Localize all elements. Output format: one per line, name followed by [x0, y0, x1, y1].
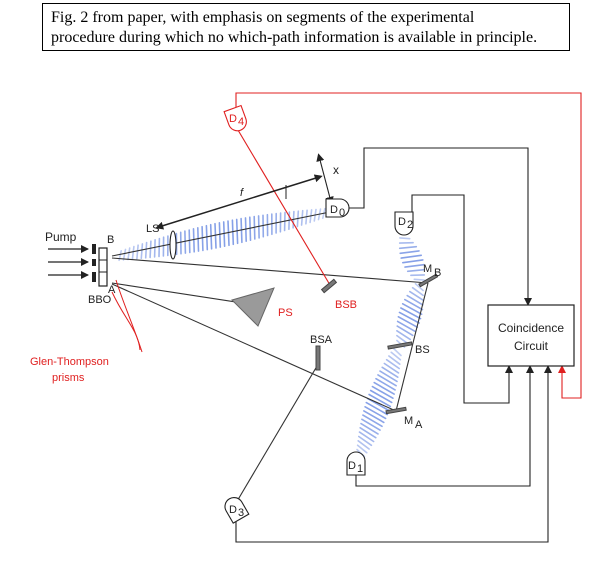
- coincidence-label-2: Circuit: [514, 339, 549, 353]
- glen-thompson-label-1: Glen-Thompson: [30, 356, 109, 368]
- d4-sub: 4: [238, 116, 244, 128]
- beam-b-to-d0: [111, 211, 331, 257]
- beam-bsa-to-d3: [235, 360, 321, 504]
- x-label: x: [333, 163, 339, 177]
- bsa-label: BSA: [310, 334, 333, 346]
- detector-d2: [394, 211, 414, 236]
- beam-bsb-to-d4: [234, 124, 331, 286]
- lens-ls: [169, 230, 177, 260]
- label-b: B: [107, 234, 114, 246]
- d3-label: D: [229, 504, 237, 516]
- d0-sub: 0: [339, 207, 345, 219]
- detector-d3: [224, 496, 250, 524]
- wire-d2: [411, 194, 513, 404]
- detector-d4: [223, 104, 247, 132]
- d3-sub: 3: [238, 507, 244, 519]
- ma-label: M: [404, 415, 413, 427]
- beam-a-to-ma: [111, 283, 397, 412]
- x-axis-arrow: [316, 153, 334, 205]
- coincidence-label-1: Coincidence: [498, 321, 564, 335]
- detector-d0: [325, 198, 350, 218]
- d0-label: D: [330, 204, 338, 216]
- d4-path: [234, 124, 331, 286]
- mb-sub: B: [434, 267, 441, 279]
- wave-bs-to-d1: [356, 347, 402, 458]
- d1-sub: 1: [357, 463, 363, 475]
- pump-arrows: [48, 245, 89, 279]
- d2-sub: 2: [407, 219, 413, 231]
- ps-label: PS: [278, 307, 293, 319]
- bsb-label: BSB: [335, 299, 357, 311]
- coincidence-circuit: Coincidence Circuit: [487, 304, 575, 367]
- caption-line-1: Fig. 2 from paper, with emphasis on segm…: [51, 9, 475, 26]
- label-a: A: [108, 284, 116, 296]
- bbo-label: BBO: [88, 294, 112, 306]
- f-label: f: [240, 187, 244, 199]
- wire-d0: [346, 147, 532, 306]
- wave-d2-to-mb: [398, 237, 426, 281]
- glen-thompson-pointer: [111, 291, 141, 351]
- prism-ps: [231, 287, 275, 327]
- bs-label: BS: [415, 344, 430, 356]
- wire-d1: [355, 365, 534, 487]
- caption-line-2: procedure during which no which-path inf…: [51, 29, 538, 46]
- mb-label: M: [423, 263, 432, 275]
- mirror-ma: [385, 406, 407, 415]
- wire-d4: [235, 92, 582, 399]
- beam-splitter-bsa: [315, 345, 321, 371]
- d1-label: D: [348, 460, 356, 472]
- beam-splitter-bs: [387, 341, 413, 350]
- detector-d1: [346, 451, 366, 476]
- d4-label: D: [229, 113, 237, 125]
- ma-sub: A: [415, 419, 423, 431]
- focal-length-arrow: [155, 174, 323, 230]
- d2-label: D: [398, 216, 406, 228]
- beam-splitter-bsb: [320, 278, 338, 294]
- ls-label: LS: [146, 223, 159, 235]
- bbo-crystal: [92, 244, 108, 287]
- pump-label: Pump: [45, 230, 77, 244]
- beam-mb-to-ma: [395, 282, 429, 412]
- wave-mb-to-bs: [396, 282, 424, 349]
- glen-thompson-label-2: prisms: [52, 372, 85, 384]
- beam-b-to-ps: [111, 257, 429, 284]
- figure-caption: Fig. 2 from paper, with emphasis on segm…: [42, 3, 570, 51]
- wires: [235, 147, 552, 543]
- beam-paths: [111, 211, 429, 504]
- wire-d3: [235, 365, 552, 543]
- mirror-mb: [418, 273, 439, 288]
